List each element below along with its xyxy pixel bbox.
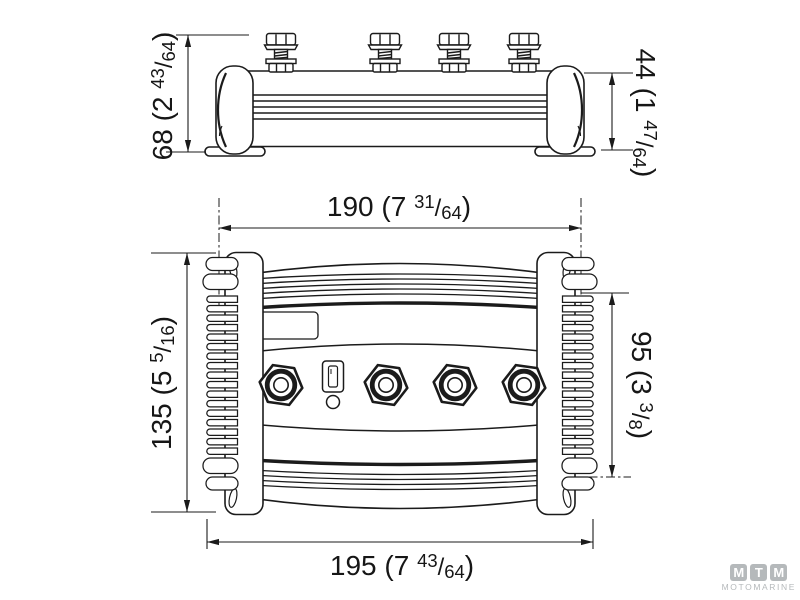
dim-label-front-body-height: 95 (3 3/8) xyxy=(625,330,658,440)
end-cap-right xyxy=(546,65,585,155)
dim-label-side-body-height: 44 (1 47/64) xyxy=(629,48,662,178)
logo-subtitle: MOTOMARINE xyxy=(721,582,796,592)
side-view xyxy=(204,32,596,157)
front-upper-panel-arc xyxy=(249,343,551,353)
product-label-area xyxy=(257,311,319,340)
side-rib-lines xyxy=(250,94,555,120)
front-thick-band-top xyxy=(251,301,549,310)
logo-tile-m1: M xyxy=(730,564,748,581)
front-view xyxy=(203,198,597,516)
end-cap-left xyxy=(215,65,254,155)
dim-label-front-overall-height: 135 (5 5/16) xyxy=(145,316,178,450)
logo-tile-t: T xyxy=(750,564,768,581)
terminal-bolt-2 xyxy=(367,32,403,73)
dim-front-overall-width-lines xyxy=(206,519,594,549)
front-center-lines xyxy=(218,198,582,322)
terminal-bolt-1 xyxy=(263,32,299,73)
dim-front-body-height-lines xyxy=(571,292,631,478)
terminal-bolt-3 xyxy=(436,32,472,73)
front-thick-band-bottom xyxy=(251,458,549,467)
logo-tiles: M T M xyxy=(730,564,788,581)
front-rib-lines-bottom xyxy=(251,469,549,491)
side-body xyxy=(240,70,560,148)
dim-side-overall-height-lines xyxy=(166,34,249,153)
indicator-led xyxy=(325,394,341,410)
front-lower-panel-arc xyxy=(249,423,551,432)
brand-logo: M T M MOTOMARINE xyxy=(722,564,796,592)
logo-tile-m2: M xyxy=(770,564,788,581)
connector-port xyxy=(321,360,345,393)
dim-label-front-top-width: 190 (7 31/64) xyxy=(326,190,472,223)
dim-label-side-overall-height: 68 (2 43/64) xyxy=(146,31,179,161)
dim-front-overall-height-lines xyxy=(151,252,216,513)
terminal-bolt-4 xyxy=(506,32,542,73)
front-rib-lines-top xyxy=(251,273,549,300)
dim-label-front-overall-width: 195 (7 43/64) xyxy=(329,549,475,582)
dim-side-body-height-lines xyxy=(584,72,633,151)
